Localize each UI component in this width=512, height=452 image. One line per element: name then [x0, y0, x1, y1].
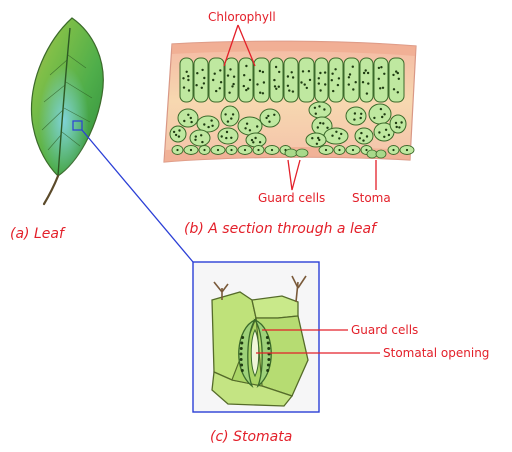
spongy-cell	[169, 125, 187, 143]
palisade-cell	[388, 57, 405, 103]
spongy-cell	[245, 132, 267, 148]
leaf-illustration	[30, 17, 104, 206]
palisade-cell	[359, 57, 374, 103]
spongy-cell	[237, 116, 263, 136]
label-guard-cells-section: Guard cells	[258, 191, 325, 205]
leaf-section-illustration	[163, 40, 417, 163]
palisade-cell	[208, 57, 225, 103]
leaf-zoom-square	[72, 120, 83, 131]
section-guard-cell	[375, 149, 387, 159]
label-stoma: Stoma	[352, 191, 391, 205]
zoom-line-top	[81, 129, 194, 263]
spongy-cell	[196, 115, 220, 133]
spongy-cell	[308, 101, 332, 119]
label-chlorophyll: Chlorophyll	[208, 10, 276, 24]
palisade-cell	[224, 57, 239, 103]
caption-section: (b) A section through a leaf	[184, 221, 378, 237]
spongy-cell	[345, 106, 367, 126]
spongy-cell	[389, 114, 407, 134]
spongy-cell	[177, 108, 199, 128]
leader-guard-cells-section	[287, 159, 301, 191]
leader-chlorophyll	[223, 24, 256, 67]
palisade-cell	[253, 57, 270, 103]
spongy-cells	[169, 101, 407, 148]
palisade-cell	[373, 57, 389, 103]
section-guard-cell	[284, 148, 298, 158]
palisade-cell	[269, 57, 284, 103]
spongy-cell	[305, 132, 327, 148]
spongy-cell	[189, 129, 211, 147]
lower-epidermis-cells	[171, 145, 415, 155]
palisade-cell	[283, 57, 299, 103]
spongy-cell	[259, 108, 281, 128]
label-guard-cells-stomata: Guard cells	[351, 323, 418, 337]
caption-stomata: (c) Stomata	[210, 429, 292, 445]
label-stomatal-opening: Stomatal opening	[383, 346, 489, 360]
spongy-cell	[368, 103, 392, 125]
palisade-cells	[179, 57, 405, 103]
palisade-cell	[193, 57, 209, 103]
stomata-illustration	[192, 261, 320, 413]
palisade-cell	[238, 57, 254, 103]
spongy-cell	[220, 105, 240, 127]
palisade-cell	[298, 57, 315, 103]
palisade-cell	[314, 57, 329, 103]
palisade-cell	[343, 57, 360, 103]
spongy-cell	[323, 127, 349, 145]
section-guard-cell	[366, 149, 378, 159]
palisade-cell	[179, 57, 194, 103]
spongy-cell	[354, 127, 374, 145]
caption-leaf: (a) Leaf	[10, 226, 66, 242]
spongy-cell	[217, 127, 239, 145]
section-guard-cell	[295, 148, 309, 158]
